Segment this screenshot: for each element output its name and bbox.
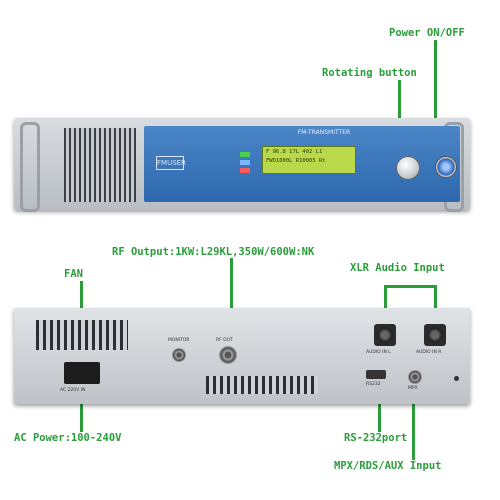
status-leds xyxy=(240,152,250,176)
panel-title: FM-TRANSMITTER xyxy=(297,129,351,136)
ac-power-socket[interactable] xyxy=(64,362,100,384)
transmitter-rear-panel: AC 220V IN MONITOR RF OUT AUDIO IN L AUD… xyxy=(14,308,470,404)
audio-in-r-label: AUDIO IN R xyxy=(416,350,442,355)
xlr-callout-h xyxy=(384,285,436,288)
rs232-label: RS-232port xyxy=(344,432,408,444)
power-callout xyxy=(434,40,437,160)
power-label: Power ON/OFF xyxy=(389,27,465,39)
monitor-label: MONITOR xyxy=(168,338,190,343)
mpx-connector[interactable] xyxy=(408,370,422,384)
front-vents xyxy=(64,128,136,202)
xlr-callout-l xyxy=(384,285,387,329)
led-red xyxy=(240,168,250,173)
xlr-label: XLR Audio Input xyxy=(350,262,445,274)
xlr-callout-r xyxy=(434,285,437,329)
transmitter-front-panel: FM-TRANSMITTER FMUSER F 96.8 17L 402 L1 … xyxy=(14,118,470,212)
audio-in-l-connector[interactable] xyxy=(374,324,396,346)
fan-vent xyxy=(36,320,128,350)
rf-out-connector[interactable] xyxy=(219,346,237,364)
ac-power-label: AC Power:100-240V xyxy=(14,432,122,444)
rotating-button-label: Rotating button xyxy=(322,67,417,79)
rf-out-label: RF OUT xyxy=(216,338,233,343)
power-button[interactable] xyxy=(435,156,457,178)
led-blue xyxy=(240,160,250,165)
lcd-line-1: F 96.8 17L 402 L1 xyxy=(266,149,323,155)
fan-callout xyxy=(80,281,83,333)
mpx-label: MPX/RDS/AUX Input xyxy=(334,460,442,472)
rs232-connector[interactable] xyxy=(366,370,386,379)
rs232-port-label: RS232 xyxy=(366,382,381,387)
rf-output-label: RF Output:1KW:L29KL,350W/600W:NK xyxy=(112,246,315,258)
lcd-display: F 96.8 17L 402 L1 FWD1000L R10005 Rt xyxy=(262,146,356,174)
lcd-line-2: FWD1000L R10005 Rt xyxy=(266,158,326,164)
rotating-knob[interactable] xyxy=(396,156,420,180)
rear-grille xyxy=(206,376,318,394)
mpx-callout xyxy=(412,386,415,460)
control-panel: FM-TRANSMITTER FMUSER F 96.8 17L 402 L1 … xyxy=(144,126,460,202)
brand-logo: FMUSER xyxy=(156,156,186,170)
rs232-callout xyxy=(378,378,381,432)
audio-in-r-connector[interactable] xyxy=(424,324,446,346)
ac-callout xyxy=(80,376,83,432)
fan-label: FAN xyxy=(64,268,83,280)
mpx-port-label: MPX xyxy=(408,386,418,391)
audio-in-l-label: AUDIO IN L xyxy=(366,350,391,355)
left-rack-handle xyxy=(20,122,40,212)
rf-callout xyxy=(230,258,233,350)
ground-screw xyxy=(454,376,459,381)
monitor-connector[interactable] xyxy=(172,348,186,362)
ac-socket-label: AC 220V IN xyxy=(60,388,86,393)
led-green xyxy=(240,152,250,157)
